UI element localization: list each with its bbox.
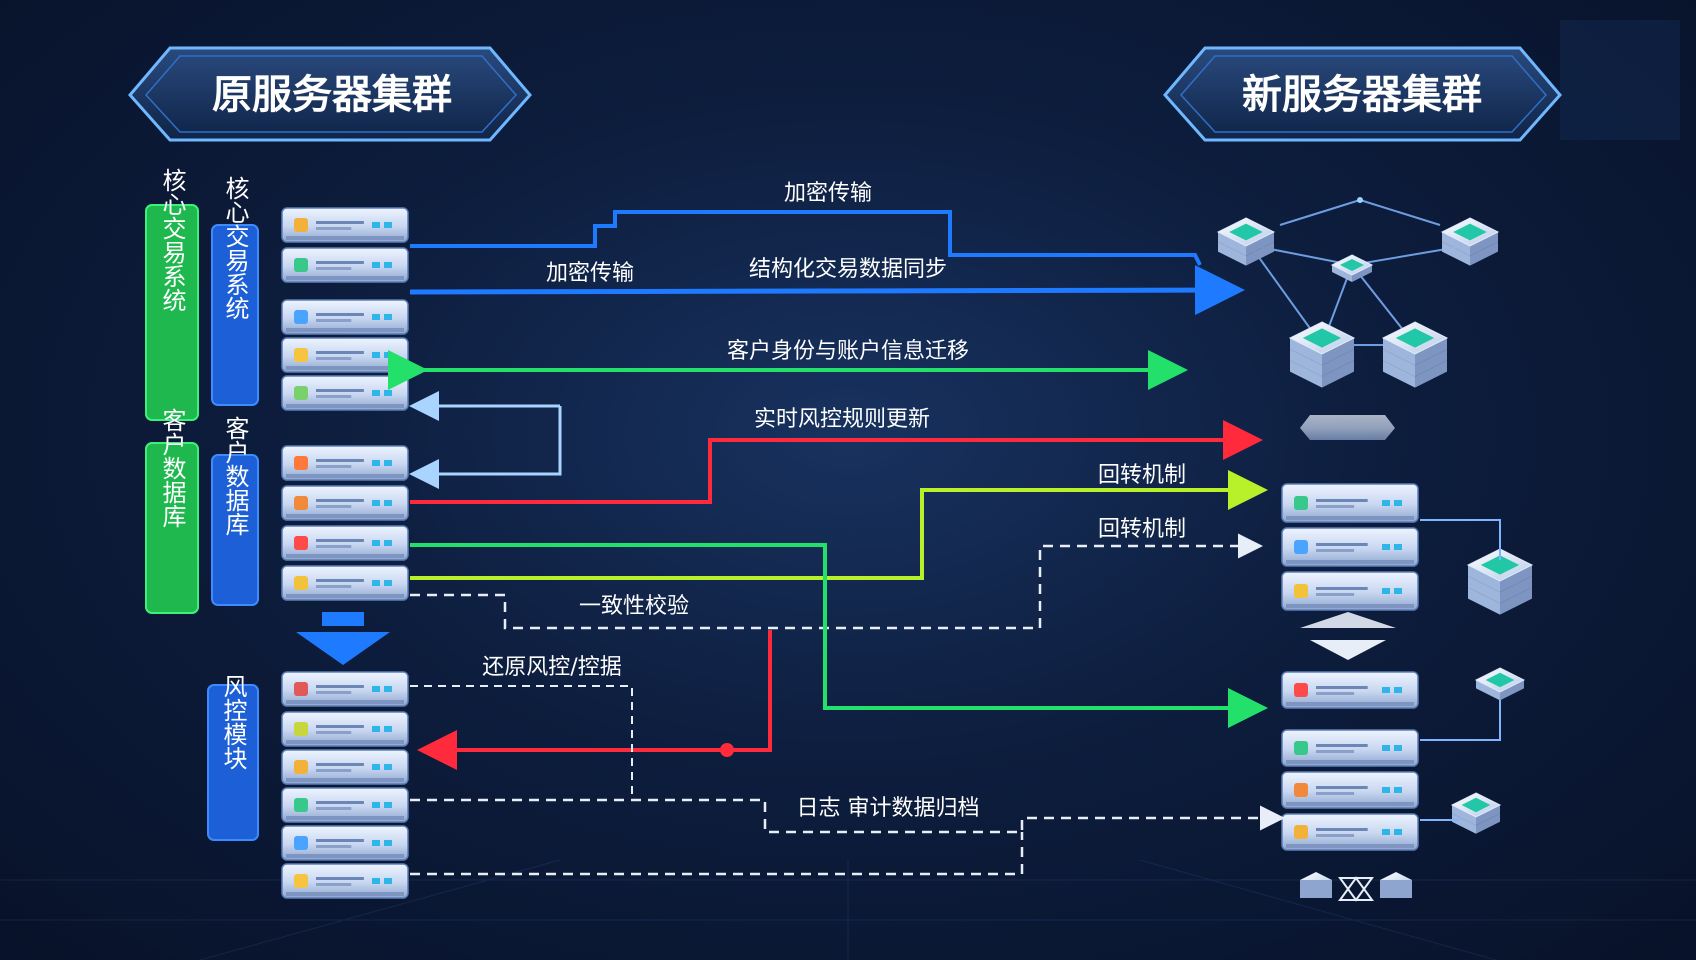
title-banner-left: 原服务器集群 — [128, 46, 532, 142]
server-left-9 — [281, 565, 409, 601]
bottom-icons-right — [1300, 872, 1412, 902]
svg-text:客户身份与账户信息迁移: 客户身份与账户信息迁移 — [727, 339, 969, 364]
server-left-2 — [281, 247, 409, 283]
node-cube-4 — [1288, 321, 1356, 388]
label-core-inner: 核心交易系统 — [211, 176, 259, 406]
server-right-7 — [1281, 813, 1419, 851]
flow-log-audit: 日志 审计数据归档 — [410, 796, 1285, 876]
svg-text:核心交易系统: 核心交易系统 — [158, 168, 186, 312]
server-left-13 — [281, 787, 409, 823]
node-cube-5 — [1381, 321, 1449, 388]
svg-text:日志 审计数据归档: 日志 审计数据归档 — [797, 796, 980, 821]
flow-realtime-risk: 实时风控规则更新 — [410, 407, 1263, 504]
down-arrow-right — [1300, 612, 1396, 660]
svg-text:结构化交易数据同步: 结构化交易数据同步 — [749, 257, 947, 282]
svg-text:还原风控/控据: 还原风控/控据 — [482, 655, 621, 680]
svg-text:核心交易系统: 核心交易系统 — [221, 176, 249, 320]
title-banner-right: 新服务器集群 — [1163, 46, 1562, 142]
node-cube-2 — [1440, 217, 1500, 266]
svg-text:客户数据库: 客户数据库 — [221, 416, 249, 536]
server-left-14 — [281, 825, 409, 861]
svg-text:风控模块: 风控模块 — [219, 674, 247, 770]
server-left-6 — [281, 445, 409, 481]
svg-text:加密传输: 加密传输 — [546, 261, 634, 286]
svg-text:回转机制: 回转机制 — [1098, 517, 1186, 542]
server-right-1 — [1281, 483, 1419, 523]
server-right-4 — [1281, 671, 1419, 709]
node-cube-7 — [1474, 667, 1526, 701]
server-right-5 — [1281, 729, 1419, 767]
server-left-7 — [281, 485, 409, 521]
server-left-11 — [281, 711, 409, 747]
server-right-3 — [1281, 571, 1419, 611]
server-left-8 — [281, 525, 409, 561]
background-grid — [0, 859, 1696, 960]
right-server-cluster — [1281, 483, 1419, 851]
flow-restore-dashed: 还原风控/控据 — [410, 655, 633, 798]
svg-text:客户数据库: 客户数据库 — [158, 408, 186, 528]
flow-rollback-2: 回转机制 一致性校验 — [410, 517, 1263, 630]
label-customer-inner: 客户数据库 — [211, 416, 259, 606]
label-risk: 风控模块 — [207, 674, 259, 841]
title-left: 原服务器集群 — [212, 72, 452, 118]
flow-green-lower — [410, 543, 1268, 728]
flow-rollback-1: 回转机制 — [410, 463, 1268, 580]
svg-text:一致性校验: 一致性校验 — [579, 594, 689, 619]
server-left-10 — [281, 671, 409, 707]
right-small-server — [1300, 415, 1395, 440]
server-right-2 — [1281, 527, 1419, 567]
flow-structured-sync: 加密传输 结构化交易数据同步 — [409, 257, 1245, 316]
node-cube-1 — [1216, 217, 1276, 266]
corner-glow — [1560, 20, 1680, 140]
server-left-15 — [281, 863, 409, 899]
left-server-cluster — [281, 207, 409, 899]
svg-text:回转机制: 回转机制 — [1098, 463, 1186, 488]
server-left-4 — [281, 337, 409, 373]
server-left-5 — [281, 375, 409, 411]
down-arrow-left — [296, 612, 390, 665]
label-customer-outer: 客户数据库 — [145, 408, 199, 614]
svg-text:实时风控规则更新: 实时风控规则更新 — [754, 407, 930, 432]
svg-text:加密传输: 加密传输 — [784, 181, 872, 206]
flow-encrypt-top: 加密传输 — [410, 181, 1202, 266]
server-left-3 — [281, 299, 409, 335]
server-right-6 — [1281, 771, 1419, 809]
flow-internal-loop — [409, 391, 562, 489]
node-cube-8 — [1450, 792, 1502, 834]
flow-customer-migration: 客户身份与账户信息迁移 — [388, 339, 1188, 390]
node-cube-3 — [1330, 254, 1374, 282]
server-left-1 — [281, 207, 409, 243]
label-core-outer: 核心交易系统 — [145, 168, 199, 421]
title-right: 新服务器集群 — [1242, 72, 1482, 118]
flow-restore-risk — [417, 630, 772, 770]
network-nodes — [1216, 217, 1534, 834]
server-left-12 — [281, 749, 409, 785]
node-cube-6 — [1466, 548, 1534, 615]
right-side-connectors — [1420, 519, 1501, 821]
